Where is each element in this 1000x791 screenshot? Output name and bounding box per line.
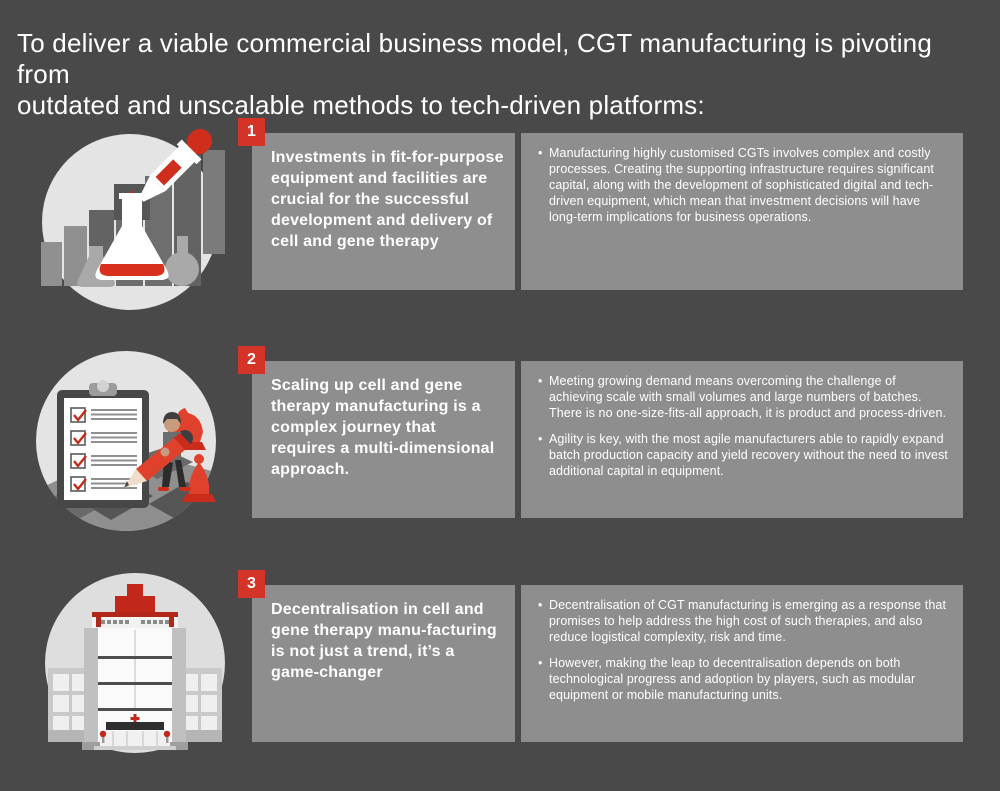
step-badge-2: 2 [238,346,265,374]
body-box-scaling: Meeting growing demand means overcoming … [521,361,963,518]
bullet-item: Meeting growing demand means overcoming … [538,373,949,421]
step-badge-3: 3 [238,570,265,598]
page-title-line-1: To deliver a viable commercial business … [17,28,933,90]
sign-lettering-icon [101,620,169,624]
pipette-icon [139,128,213,202]
flask-growth-chart-pipette-icon [35,126,225,316]
pencil-icon [124,433,191,488]
heading-text: Scaling up cell and gene therapy manufac… [271,377,495,478]
bullet-list: Manufacturing highly customised CGTs inv… [521,133,963,225]
step-badge-1: 1 [238,118,265,146]
row-scaling: 2 Scaling up cell and gene therapy manuf… [0,346,1000,558]
checklist-rows-icon [70,407,137,492]
heading-box-scaling: Scaling up cell and gene therapy manufac… [252,361,515,518]
bullet-item: Decentralisation of CGT manufacturing is… [538,597,949,645]
hospital-building-icon [40,568,230,758]
checklist-chess-strategy-icon [31,346,221,536]
entrance-icon [99,714,171,746]
heading-box-decentralisation: Decentralisation in cell and gene therap… [252,585,515,742]
heading-box-investments: Investments in fit-for-purpose equipment… [252,133,515,290]
bullet-list: Meeting growing demand means overcoming … [521,361,963,479]
page-title: To deliver a viable commercial business … [17,28,987,121]
heading-text: Investments in fit-for-purpose equipment… [271,149,504,250]
row-decentralisation: 3 Decentralisation in cell and gene ther… [0,570,1000,782]
bullet-item: Agility is key, with the most agile manu… [538,431,949,479]
bullet-list: Decentralisation of CGT manufacturing is… [521,585,963,703]
bullet-item: Manufacturing highly customised CGTs inv… [538,145,949,225]
page-title-line-2: outdated and unscalable methods to tech-… [17,90,705,121]
body-box-decentralisation: Decentralisation of CGT manufacturing is… [521,585,963,742]
bullet-item: However, making the leap to decentralisa… [538,655,949,703]
body-box-investments: Manufacturing highly customised CGTs inv… [521,133,963,290]
heading-text: Decentralisation in cell and gene therap… [271,601,497,681]
row-investments: 1 Investments in fit-for-purpose equipme… [0,118,1000,330]
